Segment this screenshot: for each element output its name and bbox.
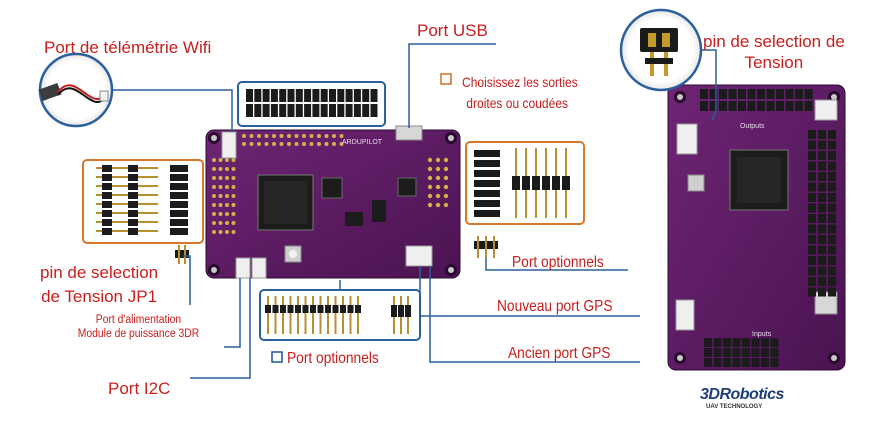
label-jp1-line1: pin de selection xyxy=(40,263,159,282)
label-power-module-line2: Module de puissance 3DR xyxy=(77,328,200,340)
board-inputs-text: Inputs xyxy=(752,331,772,338)
label-usb-port: Port USB xyxy=(417,21,488,40)
blue-square-marker xyxy=(271,351,283,363)
orange-square-marker xyxy=(440,73,452,85)
label-tension-right-line2: Tension xyxy=(744,53,804,72)
label-choose-outputs-line1: Choisissez les sorties xyxy=(462,74,578,90)
logo-tagline: UAV TECHNOLOGY xyxy=(706,404,763,410)
leader-lines xyxy=(112,43,717,379)
label-tension-right: pin de selection de Tension xyxy=(703,31,845,73)
main-board xyxy=(205,125,461,279)
label-choose-outputs-line2: droites ou coudées xyxy=(466,95,569,111)
label-optional-bottom: Port optionnels xyxy=(287,350,379,367)
board-outputs-text: Outputs xyxy=(740,123,765,130)
label-i2c-port: Port I2C xyxy=(108,379,171,398)
tension-jumper-inset xyxy=(619,8,703,92)
label-new-gps: Nouveau port GPS xyxy=(497,298,613,315)
proto-area xyxy=(212,134,344,234)
label-jp1: pin de selection de Tension JP1 xyxy=(40,261,158,309)
logo-name: 3DRobotics xyxy=(700,386,784,403)
label-old-gps: Ancien port GPS xyxy=(508,345,611,362)
label-optional-right: Port optionnels xyxy=(512,254,604,271)
right-board xyxy=(667,84,846,371)
label-jp1-line2: de Tension JP1 xyxy=(41,287,158,306)
label-wifi-port: Port de télémétrie Wifi xyxy=(44,38,212,57)
3drobotics-logo: 3DRobotics UAV TECHNOLOGY xyxy=(700,386,784,410)
label-choose-outputs: Choisissez les sorties droites ou coudée… xyxy=(462,72,578,114)
board-brand-text: ARDUPILOT xyxy=(342,139,383,146)
label-power-module-line1: Port d'alimentation xyxy=(95,314,182,326)
wifi-module-inset xyxy=(38,52,114,128)
label-tension-right-line1: pin de selection de xyxy=(703,32,845,51)
label-power-module: Port d'alimentation Module de puissance … xyxy=(71,313,206,341)
